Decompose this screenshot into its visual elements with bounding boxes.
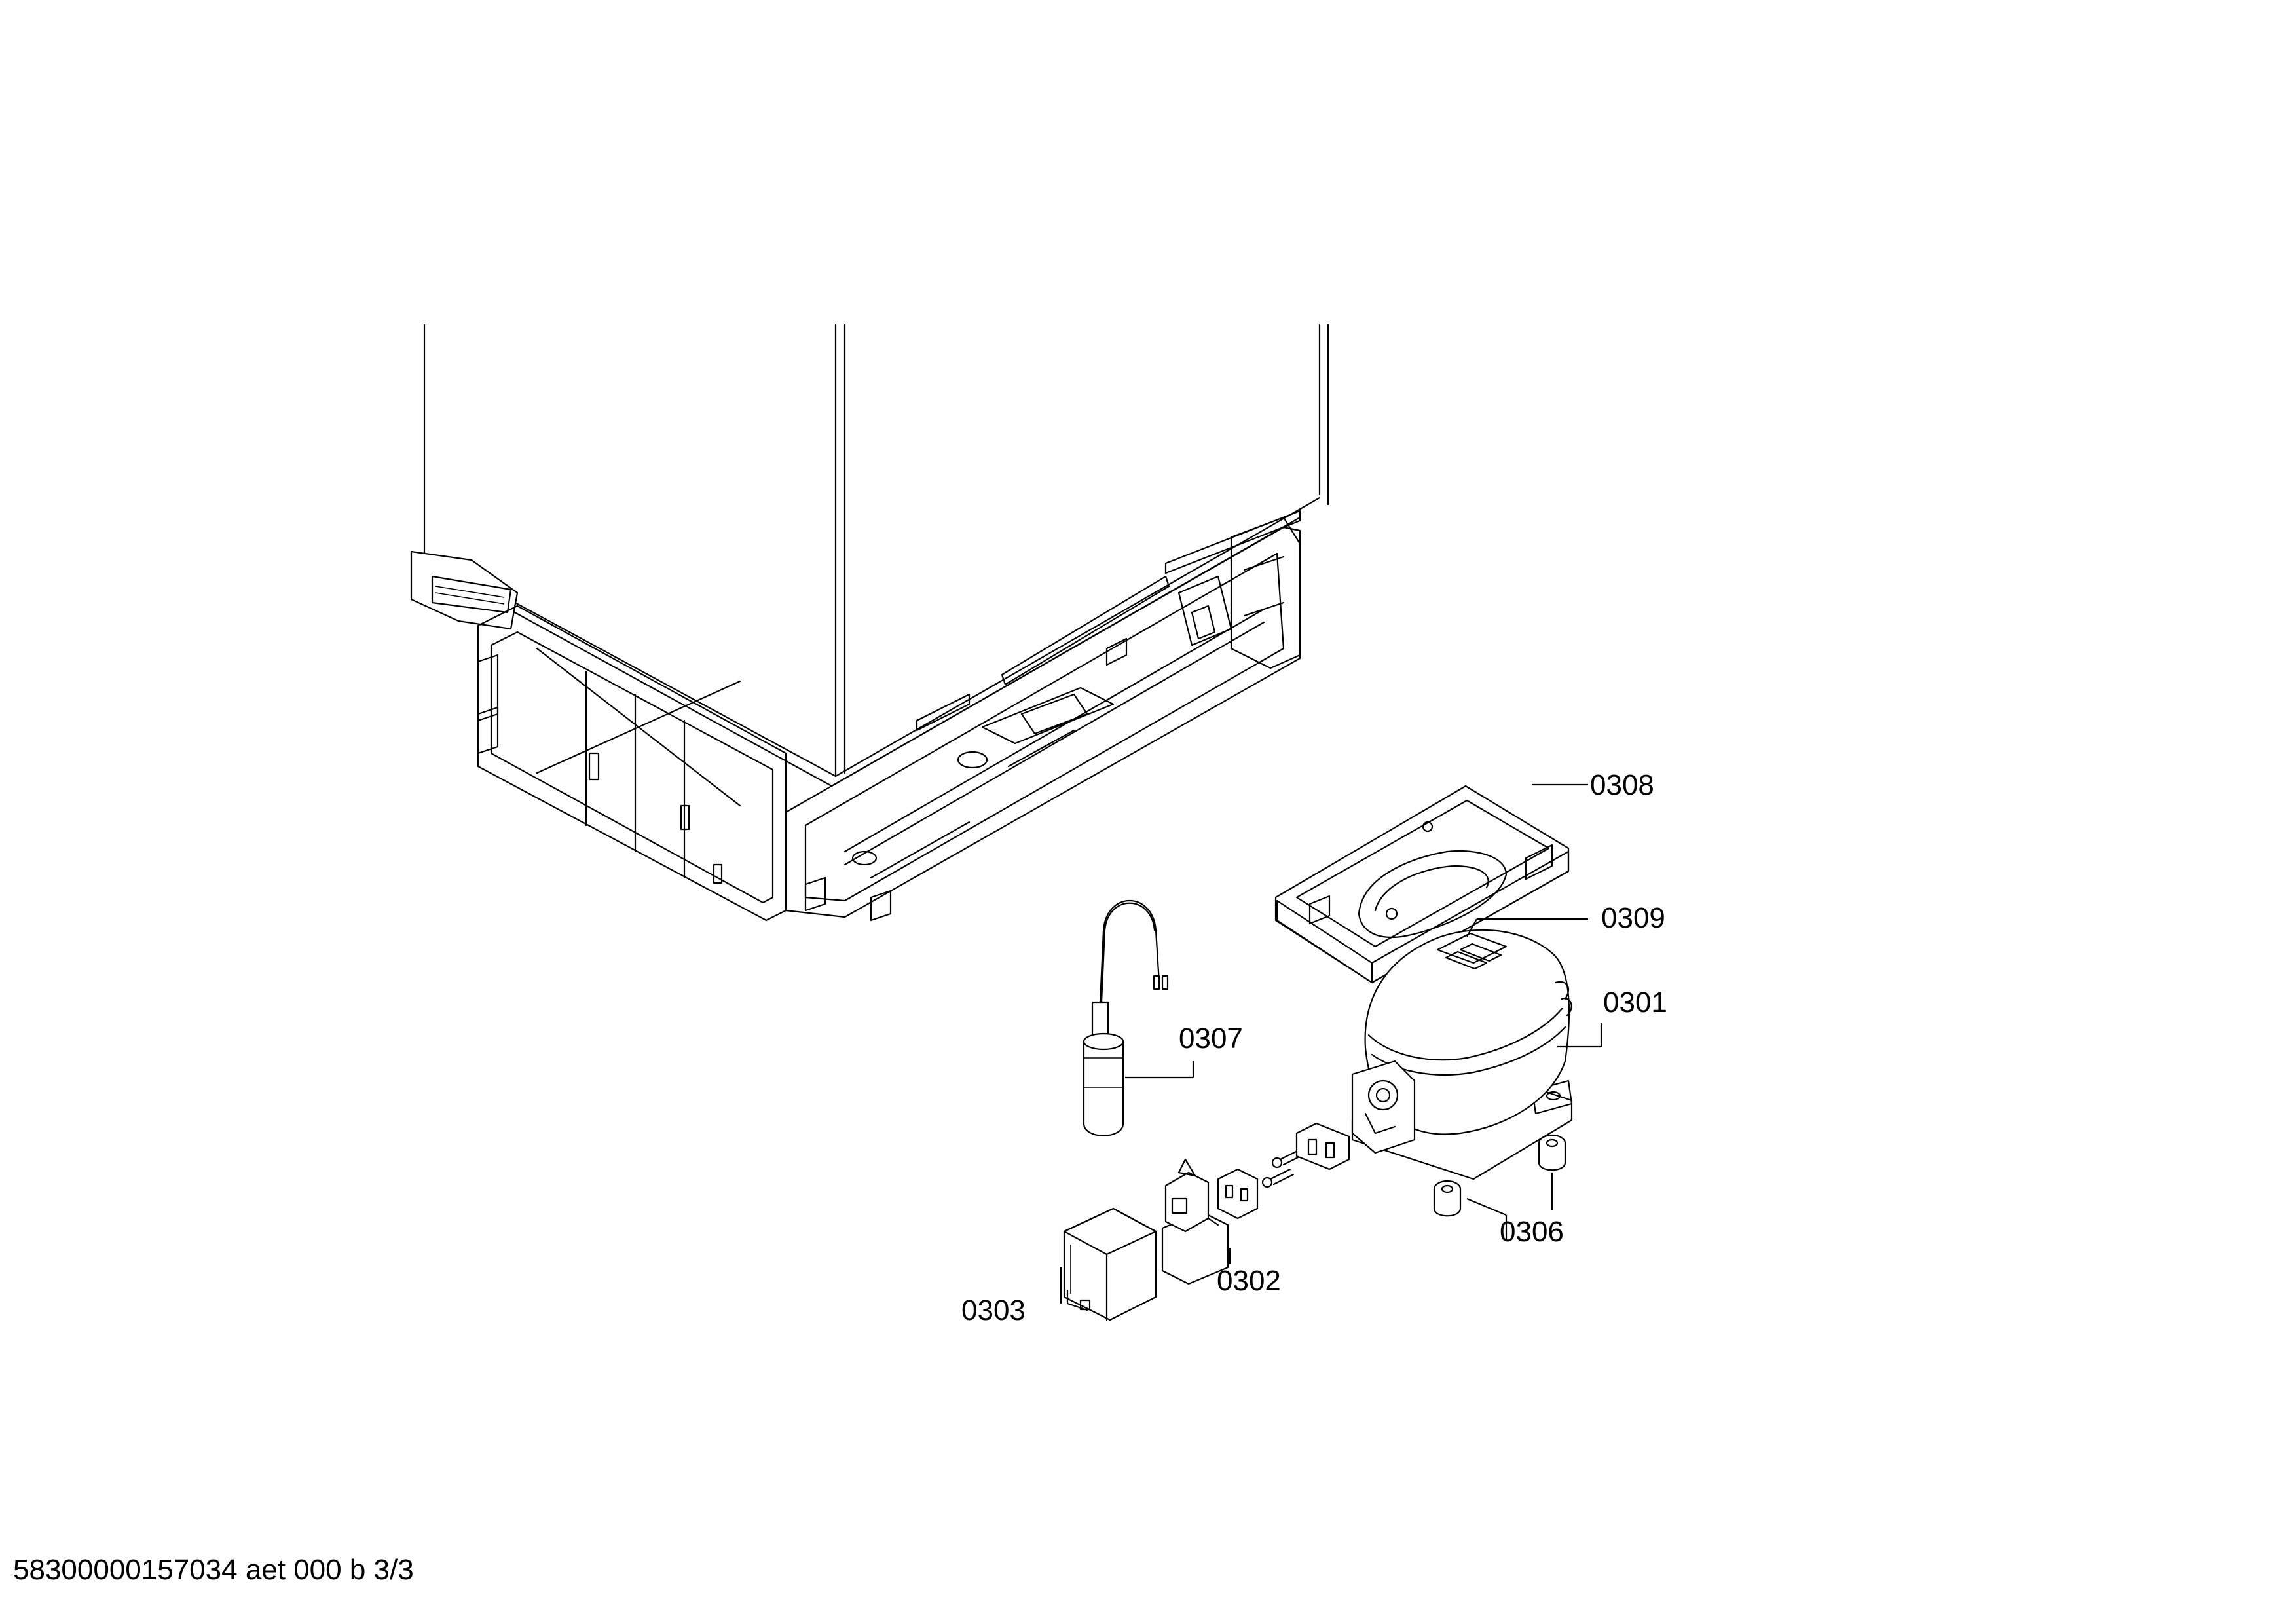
compressor-0301 [1351, 918, 1602, 1180]
part-label-0308: 0308 [1590, 769, 1654, 801]
document-footer-code: 58300000157034 aet 000 b 3/3 [13, 1554, 414, 1586]
part-label-0306: 0306 [1500, 1216, 1564, 1248]
capacitor-0307 [1083, 899, 1194, 1136]
relay-cover-0303 [1060, 1207, 1157, 1321]
rubber-grommets-0306 [1433, 1134, 1566, 1241]
part-label-0307: 0307 [1179, 1023, 1243, 1055]
cabinet-base [410, 324, 1329, 922]
screws-and-connectors [1217, 1122, 1350, 1220]
drip-tray-0308 [1274, 783, 1588, 984]
part-label-0309: 0309 [1601, 902, 1665, 934]
relay-0302 [1161, 1158, 1231, 1285]
part-label-0301: 0301 [1603, 986, 1667, 1019]
part-label-0302: 0302 [1217, 1265, 1281, 1297]
part-label-0303: 0303 [961, 1294, 1026, 1326]
